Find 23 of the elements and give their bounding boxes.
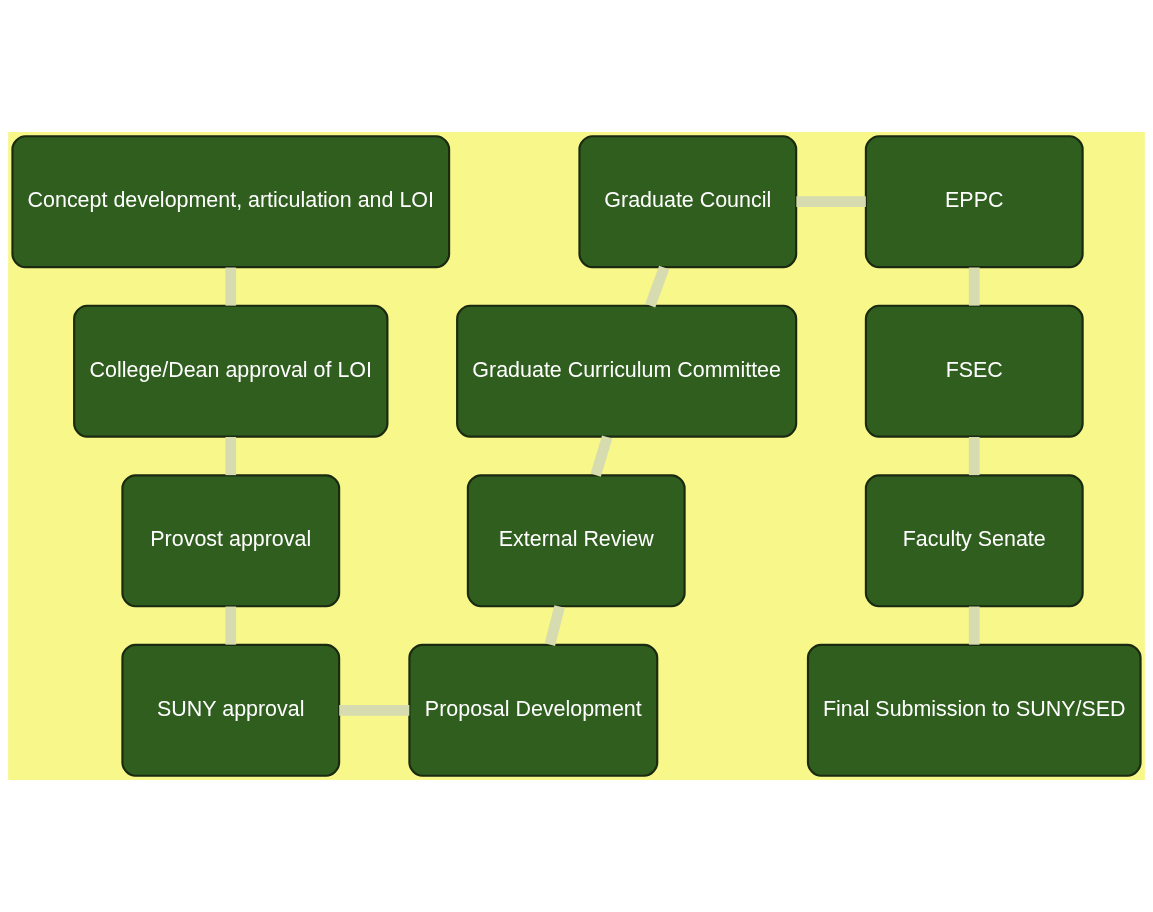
node-box: Faculty Senate [864,474,1084,608]
connector [225,267,237,306]
connector [590,435,613,477]
node-box: College/Dean approval of LOI [73,304,389,438]
node-box: FSEC [864,304,1084,438]
connector [968,437,980,476]
node-box: SUNY approval [121,643,341,777]
node-box: Concept development, articulation and LOI [11,135,451,269]
node-box: Graduate Curriculum Committee [456,304,798,438]
node-box: Provost approval [121,474,341,608]
connector [968,606,980,645]
connector [968,267,980,306]
node-box: Final Submission to SUNY/SED [806,643,1142,777]
connector [225,606,237,645]
connector [645,265,670,308]
node-box: EPPC [864,135,1084,269]
connector [225,437,237,476]
connector [339,704,410,716]
connector [544,605,565,646]
node-box: External Review [466,474,686,608]
node-box: Graduate Council [578,135,798,269]
node-box: Proposal Development [408,643,659,777]
connector [796,196,866,208]
